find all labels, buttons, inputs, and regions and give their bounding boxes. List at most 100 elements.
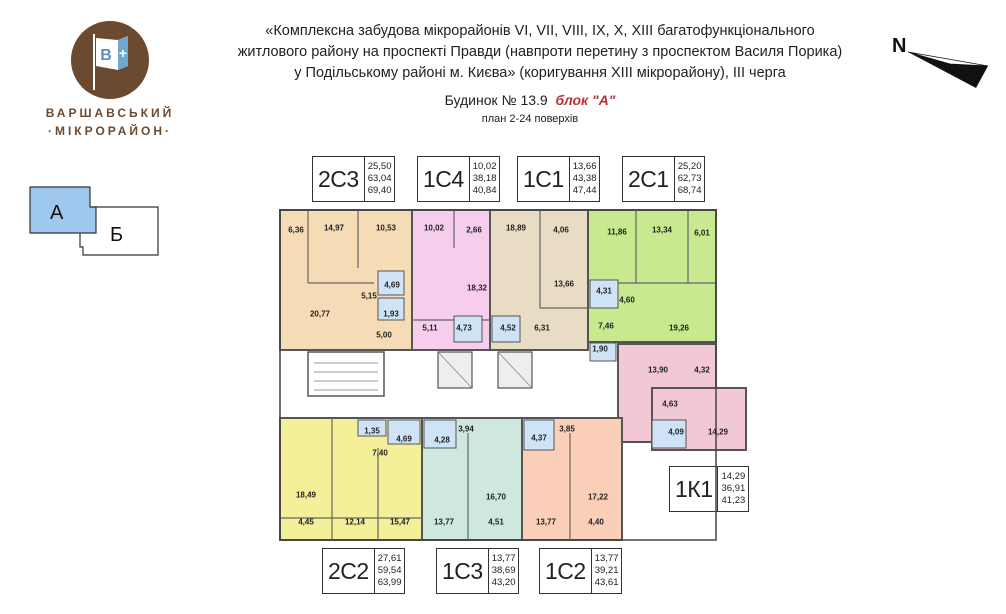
building-heading: Будинок № 13.9 блок "А" xyxy=(360,92,700,108)
room-label: 18,49 xyxy=(295,490,317,500)
room-label: 4,73 xyxy=(456,323,472,333)
room-label: 6,31 xyxy=(534,323,550,333)
room-label: 16,70 xyxy=(485,492,507,502)
room-label: 13,90 xyxy=(647,365,669,375)
apartment-area: 59,54 xyxy=(377,565,402,576)
room-label: 4,60 xyxy=(619,295,635,305)
apartment-area: 25,50 xyxy=(367,161,392,172)
room-label: 4,51 xyxy=(488,517,504,527)
room-label: 4,52 xyxy=(500,323,516,333)
room-label: 12,14 xyxy=(344,517,366,527)
room-label: 11,86 xyxy=(607,227,627,237)
room-label: 1,93 xyxy=(383,309,399,319)
apartment-area: 27,61 xyxy=(377,553,402,564)
brand-logo: B + xyxy=(71,21,149,99)
title-line3: у Подільському районі м. Києва» (коригув… xyxy=(294,65,786,81)
room-label: 5,00 xyxy=(376,330,392,340)
room-label: 5,11 xyxy=(422,323,438,333)
room-label: 4,28 xyxy=(434,435,450,445)
apartment-area: 63,04 xyxy=(367,173,392,184)
title-line2: житлового району на проспекті Правди (на… xyxy=(237,44,843,60)
room-label: 4,06 xyxy=(553,225,569,235)
apartment-area: 39,21 xyxy=(594,565,619,576)
room-label: 4,45 xyxy=(298,517,314,527)
room-label: 13,66 xyxy=(553,279,575,289)
block-selector: А Б xyxy=(29,186,159,256)
block-a-label: А xyxy=(50,202,64,224)
compass-letter: N xyxy=(892,35,906,57)
apartment-area: 43,20 xyxy=(491,577,516,588)
logo-plus: + xyxy=(119,45,127,61)
logo-letter: B xyxy=(100,47,112,64)
room-label: 3,94 xyxy=(458,424,474,434)
apartment-area: 43,38 xyxy=(572,173,597,184)
room-label: 10,53 xyxy=(375,223,397,233)
floors-label: план 2-24 поверхів xyxy=(481,113,579,125)
apartment-area: 13,66 xyxy=(572,161,597,172)
block-b-label: Б xyxy=(110,224,123,246)
room-label: 18,89 xyxy=(505,223,527,233)
apartment-code: 2С3 xyxy=(313,157,365,201)
room-label: 13,77 xyxy=(433,517,455,527)
brand-name-line2: ·МІКРОРАЙОН· xyxy=(47,124,173,138)
apartment-area: 41,23 xyxy=(721,495,746,506)
apartment-area: 62,73 xyxy=(677,173,702,184)
floor-plan-drawing xyxy=(279,209,747,541)
stair-core xyxy=(307,351,385,397)
room-label: 13,34 xyxy=(651,225,673,235)
room-label: 4,40 xyxy=(588,517,604,527)
room-label: 4,31 xyxy=(596,286,612,296)
brand-name-line1: ВАРШАВСЬКИЙ xyxy=(45,106,175,120)
stair-steps xyxy=(314,362,378,391)
floor-plan: 6,36 14,97 10,53 10,02 2,66 18,89 4,06 1… xyxy=(278,158,758,598)
room-label: 4,69 xyxy=(384,280,400,290)
apartment-code: 2С1 xyxy=(623,157,675,201)
title-line1: «Комплексна забудова мікрорайонів VI, VI… xyxy=(265,23,815,39)
building-outline xyxy=(279,209,717,541)
room-label: 19,26 xyxy=(668,323,690,333)
room-label: 7,40 xyxy=(372,448,388,458)
north-arrow-icon: N xyxy=(892,35,989,88)
apartment-area: 36,91 xyxy=(721,483,746,494)
apartment-area: 68,74 xyxy=(677,185,702,196)
apartment-code: 1К1 xyxy=(670,467,719,511)
apartment-code: 1С1 xyxy=(518,157,570,201)
block-label: блок "А" xyxy=(555,92,616,108)
apartment-area: 69,40 xyxy=(367,185,392,196)
apartment-code: 2С2 xyxy=(323,549,375,593)
room-label: 6,01 xyxy=(694,228,710,238)
bathrooms xyxy=(357,270,687,451)
room-label: 18,32 xyxy=(466,283,488,293)
room-label: 4,63 xyxy=(662,399,678,409)
room-label: 14,97 xyxy=(323,223,345,233)
room-label: 2,66 xyxy=(466,225,482,235)
apartment-area: 13,77 xyxy=(491,553,516,564)
room-label: 3,85 xyxy=(559,424,575,434)
apartment-area: 43,61 xyxy=(594,577,619,588)
room-label: 4,32 xyxy=(694,365,710,375)
apartment-area: 40,84 xyxy=(472,185,497,196)
room-label: 10,02 xyxy=(423,223,445,233)
apartment-area: 14,29 xyxy=(721,471,746,482)
room-label: 20,77 xyxy=(309,309,331,319)
apartment-code: 1С4 xyxy=(418,157,470,201)
apartment-code: 1С2 xyxy=(540,549,592,593)
apartment-area: 10,02 xyxy=(472,161,497,172)
apartment-area: 13,77 xyxy=(594,553,619,564)
apartment-area: 38,69 xyxy=(491,565,516,576)
room-label: 5,15 xyxy=(361,291,377,301)
building-number: Будинок № 13.9 xyxy=(444,92,548,108)
room-label: 1,90 xyxy=(592,344,608,354)
room-label: 7,46 xyxy=(598,321,614,331)
room-label: 6,36 xyxy=(288,225,304,235)
apartment-area: 63,99 xyxy=(377,577,402,588)
apartment-code: 1С3 xyxy=(437,549,489,593)
